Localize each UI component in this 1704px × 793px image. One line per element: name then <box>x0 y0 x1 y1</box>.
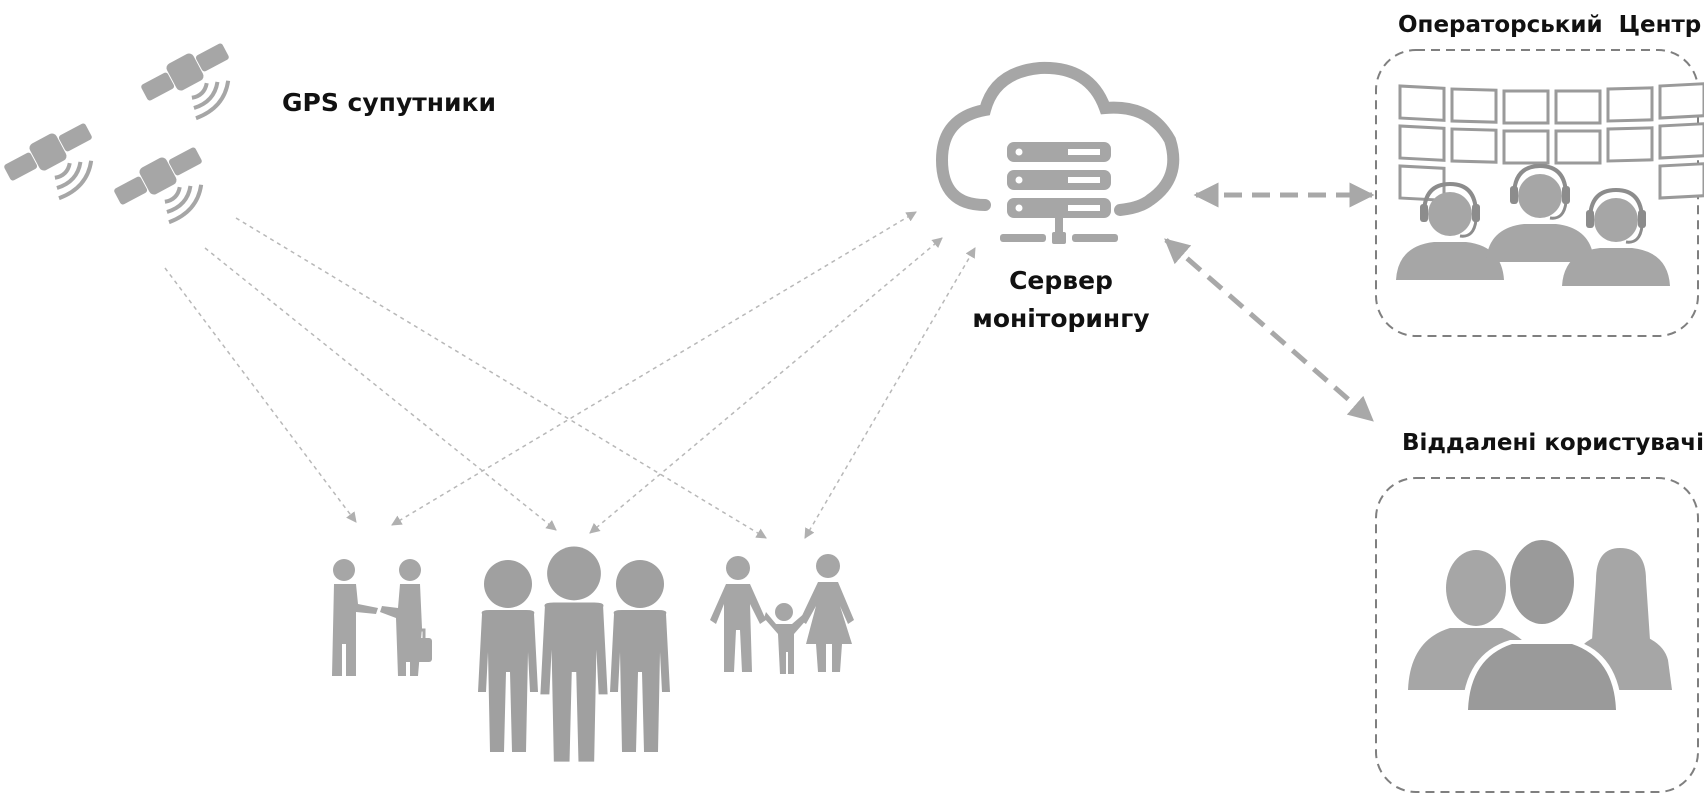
server-label-line2: моніторингу <box>972 304 1150 333</box>
satellite-icon <box>110 141 220 239</box>
operator-team-icon <box>1394 82 1704 288</box>
remote-users-box <box>1375 477 1699 793</box>
cloud-server-icon <box>935 61 1180 244</box>
handshake-people-icon <box>332 559 432 676</box>
family-icon <box>710 554 854 674</box>
satellite-icon <box>0 117 110 215</box>
operator-center-label: Операторський Центр <box>1398 12 1702 38</box>
remote-users-label: Віддалені користувачі <box>1402 430 1704 456</box>
server-link-arrows <box>1164 182 1375 422</box>
gps-signal-arrows <box>164 217 767 539</box>
remote-users-icon <box>1408 536 1672 712</box>
monitoring-server-label: Сервер моніторингу <box>958 262 1164 338</box>
data-link-arrows <box>391 211 976 539</box>
group-people-icon <box>478 546 670 762</box>
server-label-line1: Сервер <box>1009 266 1113 295</box>
satellite-icon <box>137 37 247 135</box>
gps-satellites-label: GPS супутники <box>282 88 497 117</box>
